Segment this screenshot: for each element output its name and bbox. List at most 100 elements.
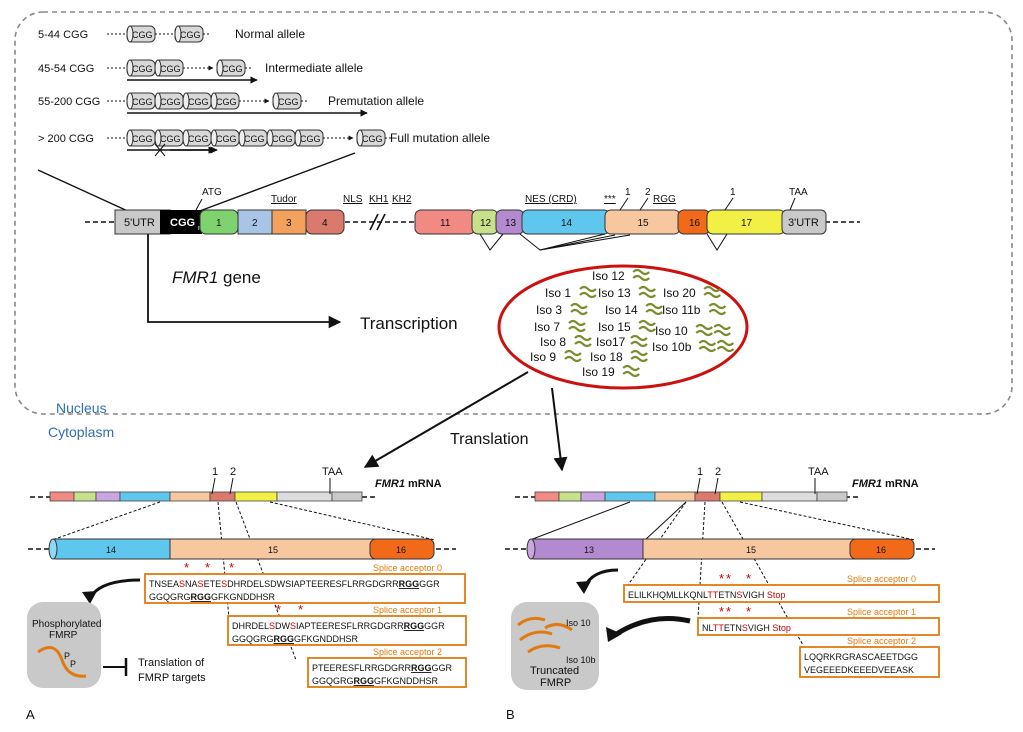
nls-label: NLS (343, 194, 363, 205)
isoform-wave-icon (638, 319, 656, 333)
splice-acceptor-title: Splice acceptor 1 (847, 607, 916, 617)
exon-4 (305, 209, 345, 235)
exon-15-a-label: 15 (268, 545, 278, 555)
isoform-label: Iso 19 (582, 365, 615, 379)
cgg-repeat: CGG (238, 129, 268, 147)
exon-2 (237, 209, 273, 235)
cgg-repeat-segment (160, 210, 202, 234)
cgg-repeat: CGG (356, 129, 386, 147)
exon-label: 11 (440, 218, 451, 229)
sequence-line: NLTTETNSVIGH Stop (702, 623, 791, 633)
exon-13-b-label: 13 (584, 545, 594, 555)
cgg-repeat-label: CGG (132, 97, 153, 107)
isoform-label: Iso 13 (598, 286, 631, 300)
exon-14-a-label: 14 (106, 545, 116, 555)
isoform-item: Iso 10 (655, 323, 731, 338)
zoom-line-right (196, 152, 356, 213)
mrna-segment (49, 491, 75, 502)
isoform-wave-icon (638, 285, 656, 299)
splice-acceptor-title: Splice acceptor 1 (373, 605, 442, 615)
sequence-line: GGQGRGRGGGFKGNDDHSR (312, 676, 439, 686)
sequence-line: TNSEASNASETESDHRDELSDWSIAPTEERESFLRRGDGR… (149, 579, 440, 589)
mrna-segment (234, 491, 278, 502)
isoform-label: Iso 7 (534, 320, 560, 334)
exon-label: 14 (561, 218, 573, 229)
mrna-segment (331, 491, 363, 502)
cgg-repeat: CGG (294, 129, 324, 147)
panel-a-letter: A (26, 707, 35, 722)
isoform-label: Iso 10b (652, 340, 692, 354)
phospho-site-star-icon: * (229, 560, 234, 575)
break-mark (369, 213, 379, 231)
exon-label: 3 (286, 218, 292, 229)
isoform-item: Iso 20 (663, 285, 721, 300)
isoform-label: Iso 15 (598, 320, 631, 334)
cgg-repeat: CGG (126, 59, 156, 77)
sequence-line: DHRDELSDWSIAPTEERESFLRRGDGRRRGGGGR (232, 621, 445, 631)
sequence-box (697, 617, 940, 636)
isoform-ellipse (497, 264, 749, 390)
tudor-label: Tudor (271, 194, 297, 205)
sequence-line: VEGEEEDKEEEDVEEASK (804, 665, 914, 675)
sequence-box (144, 573, 466, 604)
atg-label: ATG (202, 187, 222, 198)
cgg-repeat: CGG (126, 92, 156, 110)
phospho-site-star-icon: * (184, 560, 189, 575)
isoform-label: Iso 10 (655, 324, 688, 338)
translation-arrow-b (551, 387, 568, 472)
cgg-repeat-label: CGG (362, 134, 383, 144)
sequence-box (799, 646, 940, 678)
exon-label: 2 (252, 218, 258, 229)
sequence-line: GGQGRGRGGGFKGNDDHSR (232, 634, 359, 644)
isoform-item: Iso 12 (592, 268, 650, 283)
cgg-repeat-label: CGG (132, 30, 153, 40)
phospho-site-star-icon: * (726, 604, 731, 619)
kh1-label: KH1 (369, 194, 389, 205)
phospho-fmrp-label: FMRP (49, 630, 78, 641)
isoform-item: Iso 1 (545, 285, 597, 300)
rgg-label: RGG (653, 194, 676, 205)
exon-16-b-label: 16 (876, 545, 886, 555)
mrna-segment (694, 491, 721, 502)
cgg-repeat-label: CGG (132, 64, 153, 74)
isoform-item: Iso 8 (540, 334, 592, 349)
isoform-item: Iso17 (596, 334, 648, 349)
mrna-segment (761, 491, 818, 502)
mrna-segment (816, 491, 848, 502)
exon-3 (271, 209, 307, 235)
isoform-label: Iso 18 (590, 350, 623, 364)
mrna-segment (719, 491, 763, 502)
cgg-repeat-label: CGG (188, 97, 209, 107)
mrna-segment (604, 491, 656, 502)
splice-acceptor-box: Splice acceptor 2PTEERESFLRRGDGRRRGGGGRG… (307, 647, 467, 688)
exon-16-b (849, 538, 915, 560)
isoform-wave-icon (713, 323, 731, 337)
taa-label: TAA (789, 187, 808, 198)
cgg-repeat-label: CGG (188, 134, 209, 144)
cgg-repeat: CGG (210, 129, 240, 147)
nucleus-boundary (14, 11, 1013, 415)
cgg-repeat-label: CGG (216, 134, 237, 144)
isoform-wave-icon (630, 334, 648, 348)
cytoplasm-label: Cytoplasm (48, 424, 114, 440)
iso10b-label: Iso 10b (566, 655, 596, 665)
phospho-site-star-icon: * (298, 602, 303, 617)
isoform-wave-icon (708, 302, 727, 316)
isoform-wave-icon (564, 349, 582, 363)
mrna-segment (209, 491, 236, 502)
allele-label: Intermediate allele (265, 61, 363, 75)
isoform-label: Iso 9 (530, 350, 556, 364)
phospho-site-star-icon: * (276, 602, 281, 617)
exon-label: 4 (322, 218, 328, 229)
isoform-wave-icon (574, 334, 592, 348)
phosphorylated-fmrp-box (27, 602, 101, 688)
isoform-label: Iso 8 (540, 335, 566, 349)
iso10-label: Iso 10 (566, 618, 591, 628)
mrna-a-site-2: 2 (230, 466, 236, 478)
site-2-label: 2 (645, 187, 651, 198)
isoform-wave-icon (579, 285, 597, 299)
